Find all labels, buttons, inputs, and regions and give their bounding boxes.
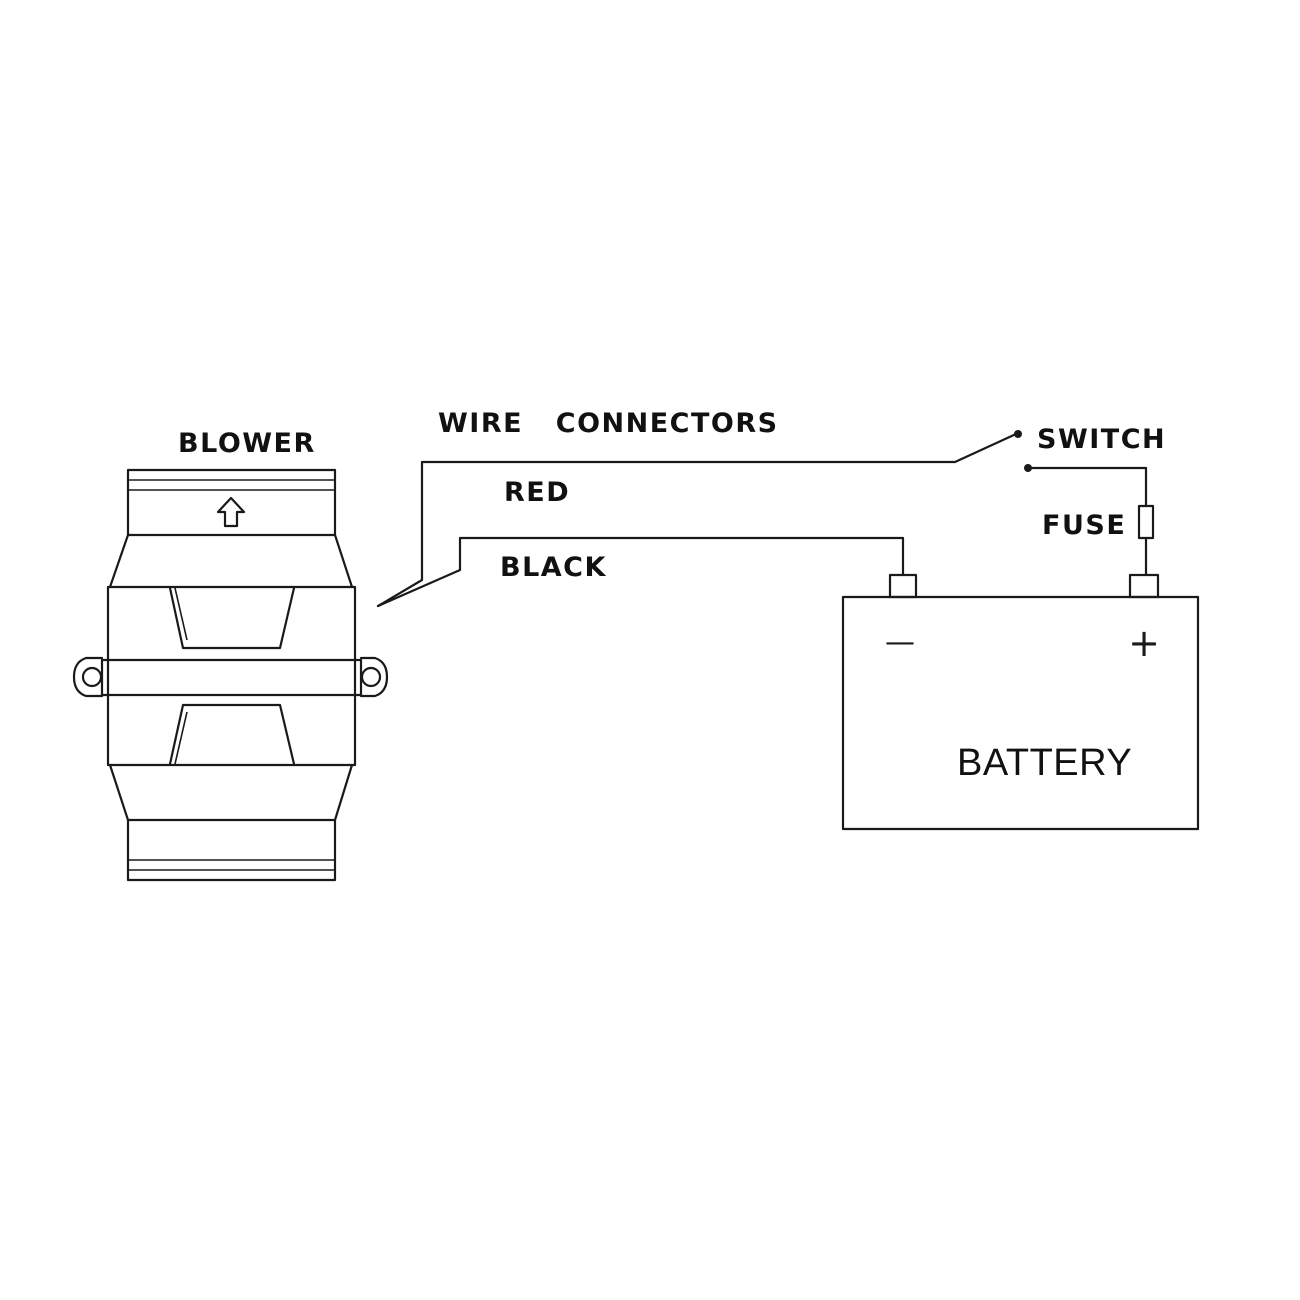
airflow-arrow-icon [216,496,246,528]
switch-to-fuse-wire [1026,466,1148,508]
battery [841,573,1200,831]
black-wire [376,536,905,608]
blower-upper-window [168,586,296,650]
switch-label: SWITCH [1037,424,1166,455]
mounting-hole-right [360,666,382,688]
blower [72,468,389,882]
battery-label: BATTERY [957,742,1132,784]
mounting-ear-right [359,656,389,698]
red-wire [376,432,1018,608]
battery-negative-terminal [888,573,918,599]
mounting-ear-left [72,656,104,698]
blower-lower-window [168,703,296,766]
fuse-label: FUSE [1042,510,1126,541]
battery-case [841,595,1200,831]
mounting-hole-left [81,666,103,688]
blower-upper-taper [108,533,354,589]
blower-label: BLOWER [178,428,316,459]
blower-body [106,585,357,767]
black-wire-label: BLACK [500,552,607,583]
wire-connectors-label: WIRE CONNECTORS [438,408,779,439]
blower-center-band [100,658,363,697]
blower-bottom-collar [126,818,337,882]
blower-lower-taper [108,763,354,822]
switch-contact-top [1014,430,1022,438]
positive-symbol: + [1128,621,1160,665]
red-wire-label: RED [504,477,570,508]
battery-positive-terminal [1128,573,1160,599]
negative-symbol: — [885,625,915,660]
fuse-icon [1137,504,1155,540]
